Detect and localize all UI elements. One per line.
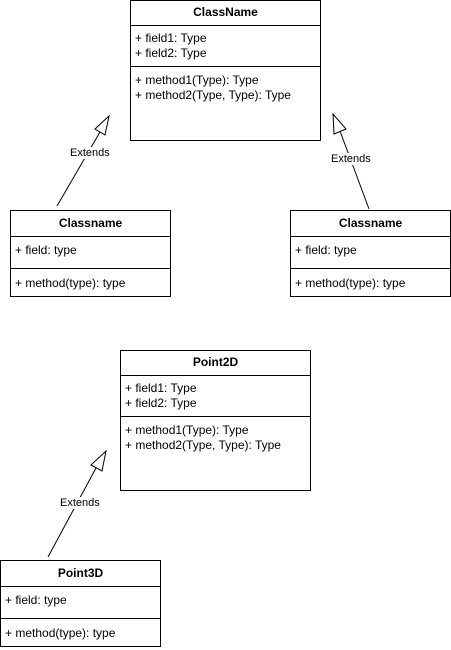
class-fields: + field1: Type + field2: Type [131,26,320,67]
class-field: + field1: Type [135,31,207,45]
extends-arrowhead [90,449,107,472]
class-method: + method1(Type): Type [125,423,249,437]
class-field: + field2: Type [135,46,207,60]
extends-label-left: Extends [69,147,111,159]
extends-arrowhead [332,112,347,135]
class-box-classname-left[interactable]: Classname + field: type + method(type): … [10,210,171,297]
class-title: Classname [11,211,170,237]
class-method: + method2(Type, Type): Type [135,88,291,102]
class-fields: + field: type [11,237,170,269]
class-field: + field2: Type [125,396,197,410]
class-method: + method2(Type, Type): Type [125,438,281,452]
extends-label-right: Extends [330,153,372,165]
class-methods: + method1(Type): Type + method2(Type, Ty… [131,67,320,103]
class-method: + method1(Type): Type [135,73,259,87]
class-methods: + method1(Type): Type + method2(Type, Ty… [121,417,310,453]
class-title: ClassName [131,1,320,26]
extends-edge-right [332,112,370,210]
class-title: Classname [291,211,450,237]
class-method: + method(type): type [5,626,116,640]
class-methods: + method(type): type [291,269,450,291]
extends-arrowhead [94,114,110,136]
class-box-classname-right[interactable]: Classname + field: type + method(type): … [290,210,451,297]
extends-edge-point3d [47,449,107,558]
class-methods: + method(type): type [1,619,160,641]
class-fields: + field1: Type + field2: Type [121,376,310,417]
extends-edge-left [56,114,110,207]
class-methods: + method(type): type [11,269,170,291]
class-field: + field: type [295,243,357,257]
class-field: + field: type [15,243,77,257]
class-fields: + field: type [1,587,160,619]
class-fields: + field: type [291,237,450,269]
extends-label-point3d: Extends [59,497,101,509]
class-method: + method(type): type [295,276,406,290]
class-field: + field1: Type [125,381,197,395]
class-box-point3d[interactable]: Point3D + field: type + method(type): ty… [0,560,161,647]
class-box-classname[interactable]: ClassName + field1: Type + field2: Type … [130,0,321,141]
class-box-point2d[interactable]: Point2D + field1: Type + field2: Type + … [120,350,311,491]
class-method: + method(type): type [15,276,126,290]
class-field: + field: type [5,593,67,607]
class-title: Point2D [121,351,310,376]
class-title: Point3D [1,561,160,587]
